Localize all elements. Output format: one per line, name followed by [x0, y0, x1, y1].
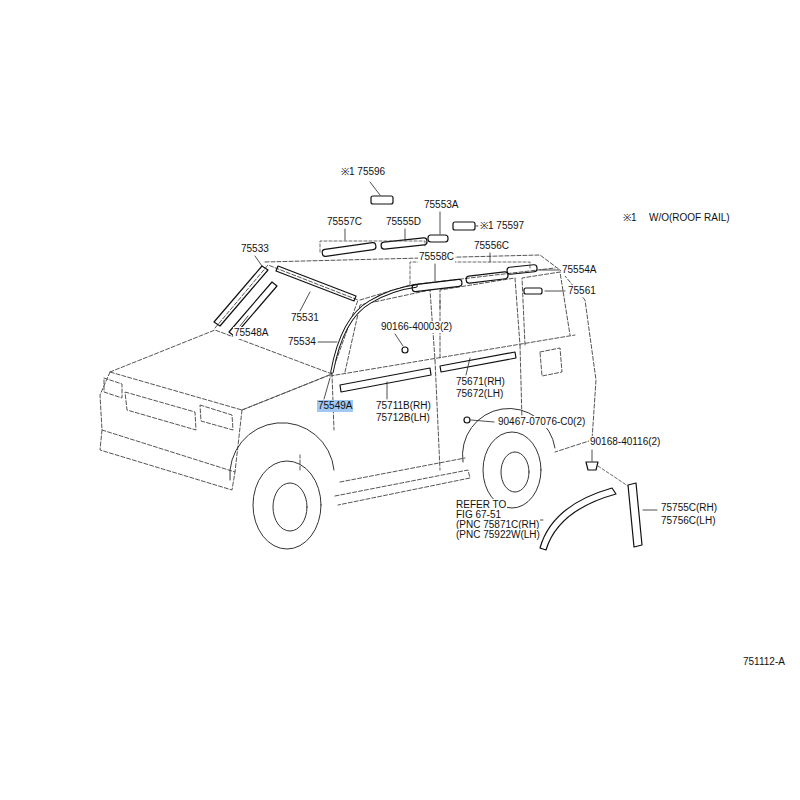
- callout-number: 75755C(RH): [660, 502, 718, 514]
- callout-number: 75711B(RH): [375, 400, 432, 412]
- callout-number: 75558C: [418, 251, 455, 263]
- callout-number: 75549A: [317, 400, 353, 412]
- callout-number: 75556C: [473, 240, 510, 252]
- callout-number: 75671(RH): [455, 376, 506, 388]
- callout-number: 75555D: [385, 216, 422, 228]
- callout-number: 75756C(LH): [660, 515, 716, 527]
- callout-number: 75553A: [423, 199, 459, 211]
- callout-number: 75554A: [561, 264, 597, 276]
- body-outline: [100, 255, 596, 505]
- molding-parts: [214, 196, 642, 550]
- callout-number: 75533: [240, 243, 270, 255]
- callout-number: 75548A: [233, 327, 269, 339]
- callout-number: 75672(LH): [455, 388, 504, 400]
- note-text: (PNC 75922W(LH): [455, 529, 541, 541]
- leader-lines: [240, 182, 657, 520]
- callout-number: 75712B(LH): [375, 412, 431, 424]
- callout-number: 90166-40003(2): [380, 321, 453, 333]
- callout-number: 75561: [567, 285, 597, 297]
- callout-number: 90467-07076-C0(2): [497, 416, 586, 428]
- callout-number: 75557C: [326, 216, 363, 228]
- group-brackets: [320, 241, 628, 486]
- wheels: [230, 408, 555, 549]
- figure-id: 751112-A: [742, 656, 786, 668]
- note-mark: ※1: [622, 212, 638, 224]
- callout-number: ※1 75596: [340, 166, 386, 178]
- callout-number: 90168-40116(2): [589, 436, 661, 448]
- note-text: W/O(ROOF RAIL): [648, 212, 731, 224]
- callout-number: 75531: [290, 312, 320, 324]
- callout-number: 75534: [287, 336, 317, 348]
- callout-number: ※1 75597: [479, 220, 525, 232]
